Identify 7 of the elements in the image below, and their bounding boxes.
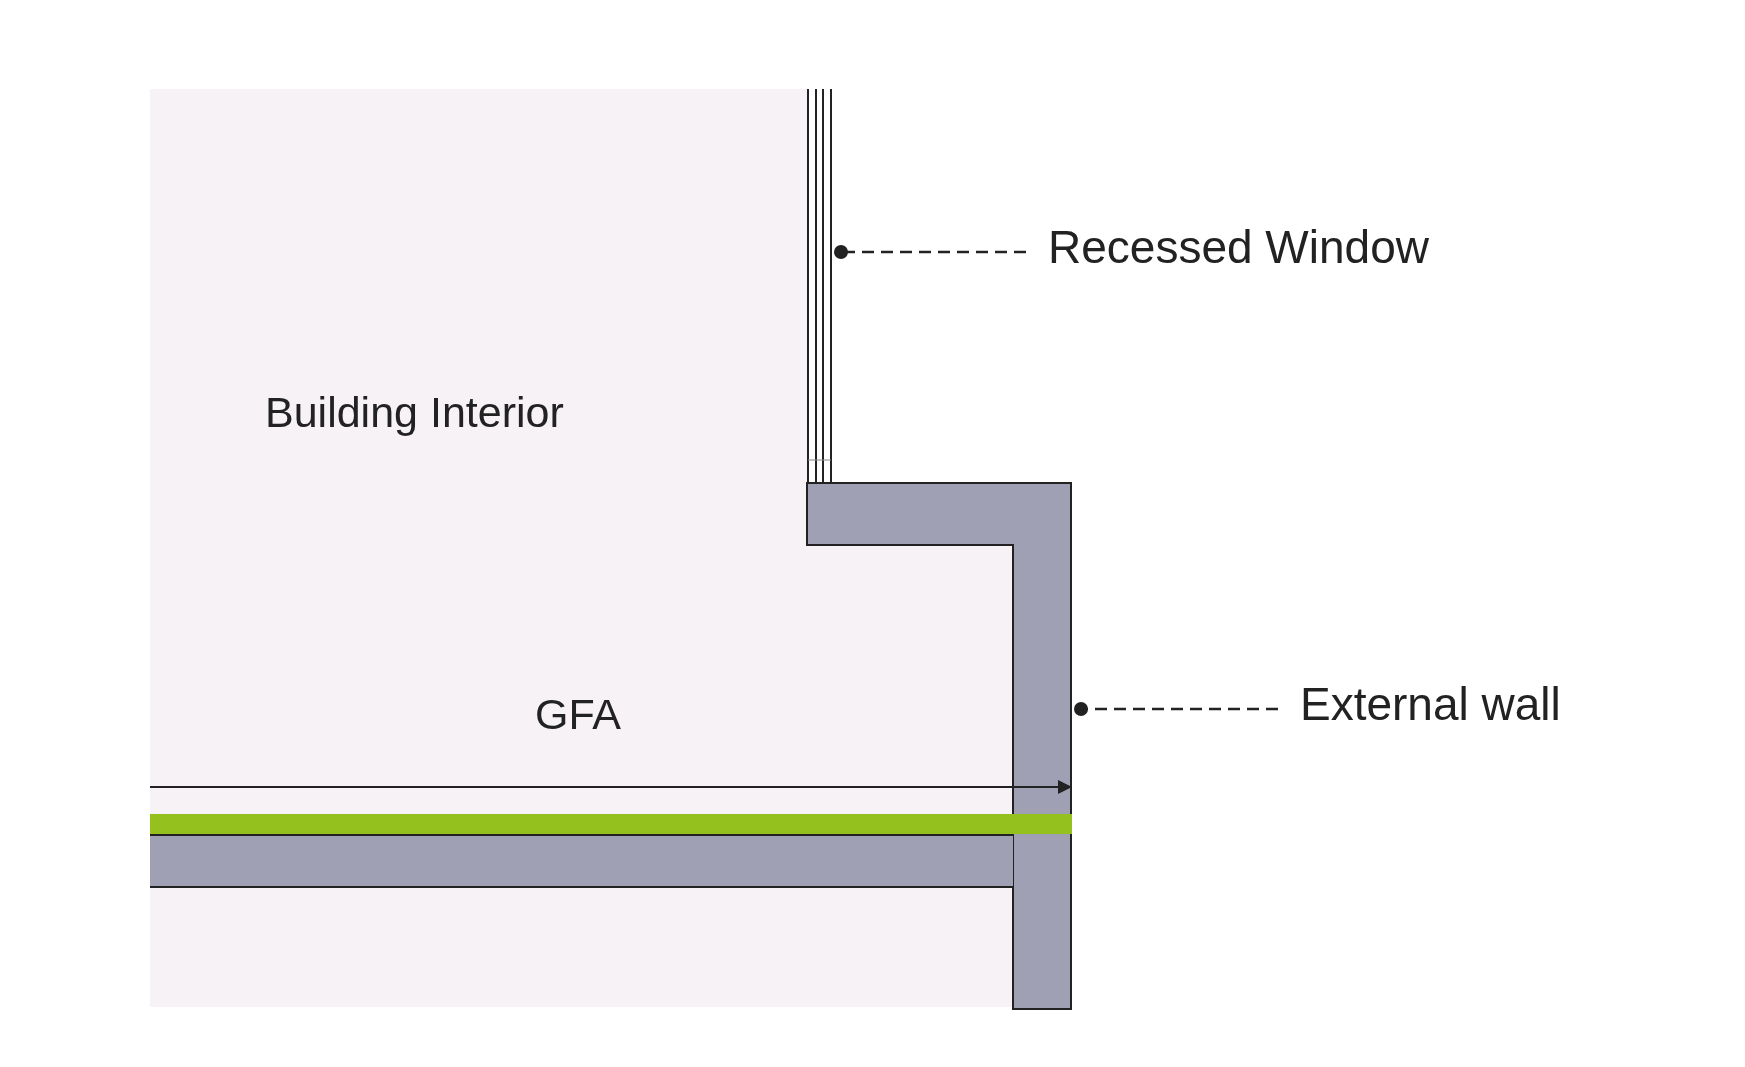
area-label: GFA <box>535 689 622 739</box>
callout-label: Recessed Window <box>1048 222 1429 272</box>
callout-label: External wall <box>1300 679 1561 729</box>
leader-line <box>834 245 1026 259</box>
leader-line <box>1074 702 1278 716</box>
arrow <box>149 780 1073 794</box>
area-label: Building Interior <box>265 387 564 437</box>
